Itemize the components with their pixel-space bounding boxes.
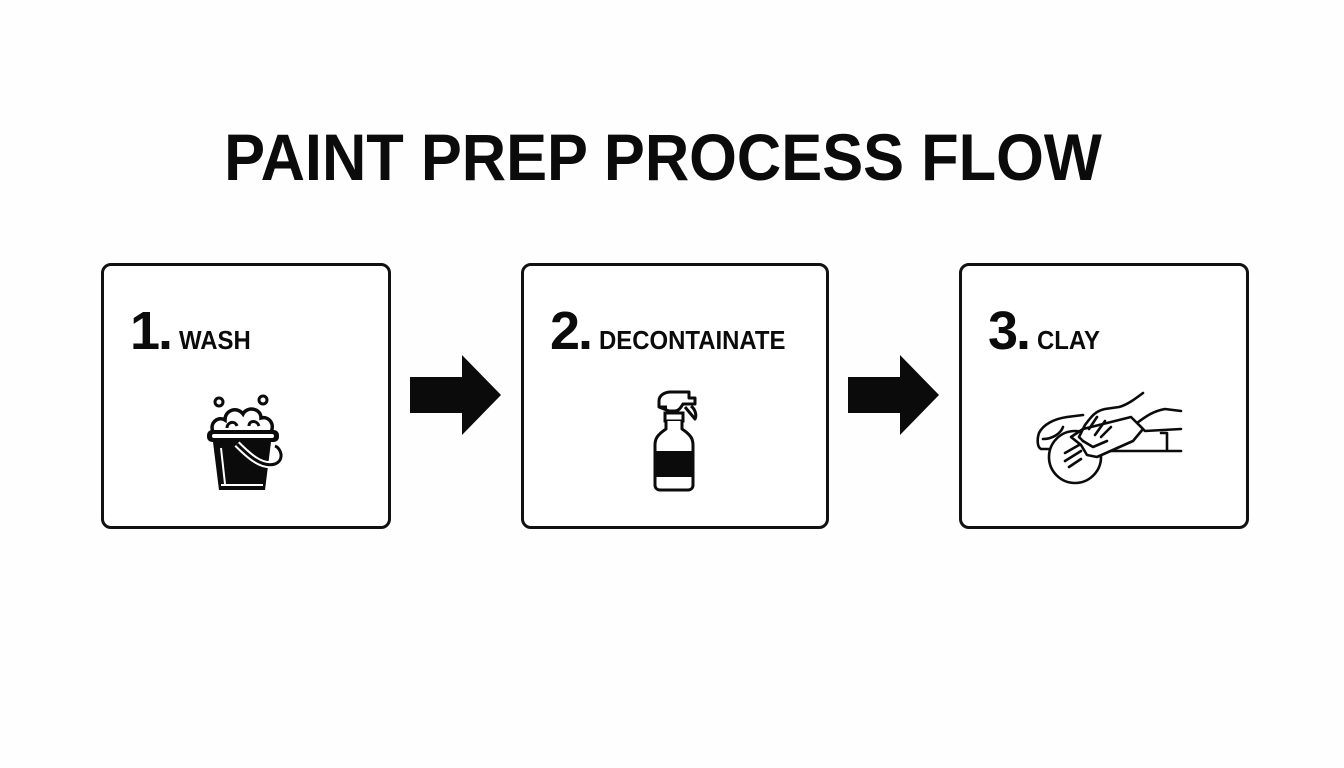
spray-bottle-icon — [653, 390, 698, 492]
step-number: 3. — [988, 301, 1031, 361]
step-header: 3.CLAY — [988, 300, 1105, 362]
hand-clay-bar-on-car-icon — [1036, 391, 1183, 485]
arrow-right-icon — [848, 355, 940, 435]
step-box-clay: 3.CLAY — [959, 263, 1249, 529]
diagram-title: PAINT PREP PROCESS FLOW — [224, 120, 1102, 194]
step-box-decontaminate: 2.DECONTAINATE — [521, 263, 829, 529]
step-label: WASH — [179, 325, 251, 355]
arrow-right-icon — [410, 355, 502, 435]
step-box-wash: 1.WASH — [101, 263, 391, 529]
step-header: 1.WASH — [130, 300, 257, 362]
step-label: CLAY — [1037, 325, 1100, 355]
step-header: 2.DECONTAINATE — [550, 300, 802, 362]
step-number: 1. — [130, 301, 173, 361]
bucket-with-suds-icon — [207, 394, 285, 490]
step-label: DECONTAINATE — [599, 325, 786, 355]
step-number: 2. — [550, 301, 593, 361]
